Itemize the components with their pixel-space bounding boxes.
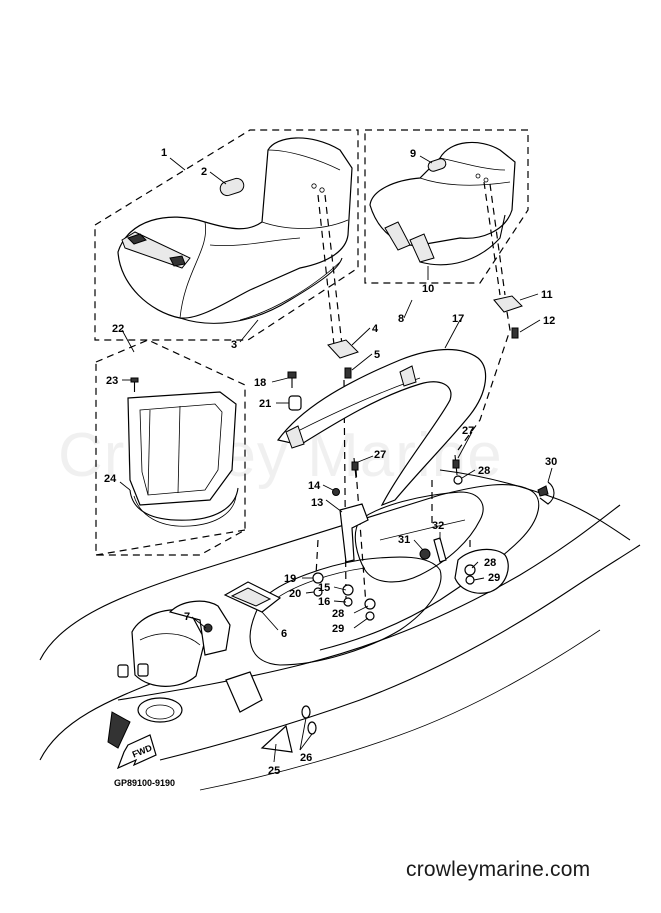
callout-16: 16: [318, 596, 330, 608]
rear-seat-group: [364, 129, 529, 284]
callout-1: 1: [161, 147, 167, 159]
callout-31: 31: [398, 534, 410, 546]
callout-27-right: 27: [462, 425, 474, 437]
callout-20: 20: [289, 588, 301, 600]
callout-14: 14: [308, 480, 321, 492]
hardware: [203, 295, 555, 633]
storage-box-group: [95, 339, 246, 556]
callout-22: 22: [112, 323, 124, 335]
callout-labels: 1 2 3 4 5 6 7 8 9 10 11 12 13 14 15 16 1…: [104, 147, 557, 777]
callout-4: 4: [372, 323, 379, 335]
callout-6: 6: [281, 628, 287, 640]
hull-deck: [39, 469, 641, 791]
callout-30: 30: [545, 456, 557, 468]
callout-28-lower-right: 28: [484, 557, 496, 569]
callout-7: 7: [184, 611, 190, 623]
callout-29-right: 29: [488, 572, 500, 584]
callout-29-center: 29: [332, 623, 344, 635]
callout-25: 25: [268, 765, 280, 777]
callout-12: 12: [543, 315, 555, 327]
callout-8: 8: [398, 313, 404, 325]
front-seat-group: [94, 129, 359, 341]
drawing-code: GP89100-9190: [114, 778, 175, 788]
callout-27-center: 27: [374, 449, 386, 461]
callout-15: 15: [318, 582, 330, 594]
callout-18: 18: [254, 377, 266, 389]
callout-9: 9: [410, 148, 416, 160]
callout-26: 26: [300, 752, 312, 764]
footer-website-text: crowleymarine.com: [406, 858, 591, 881]
callout-2: 2: [201, 166, 207, 178]
fwd-arrow: FWD: [116, 734, 157, 770]
callout-11: 11: [541, 289, 553, 301]
callout-3: 3: [231, 339, 237, 351]
callout-19: 19: [284, 573, 296, 585]
callout-32: 32: [432, 520, 444, 532]
callout-28-center: 28: [332, 608, 344, 620]
callout-28-upper-right: 28: [478, 465, 490, 477]
rear-cover-part: [276, 349, 487, 507]
callout-24: 24: [104, 473, 117, 485]
callout-10: 10: [422, 283, 434, 295]
callout-5: 5: [374, 349, 380, 361]
leader-lines: [119, 155, 553, 763]
callout-17: 17: [452, 313, 464, 325]
callout-13: 13: [311, 497, 323, 509]
callout-23: 23: [106, 375, 118, 387]
callout-21: 21: [259, 398, 271, 410]
